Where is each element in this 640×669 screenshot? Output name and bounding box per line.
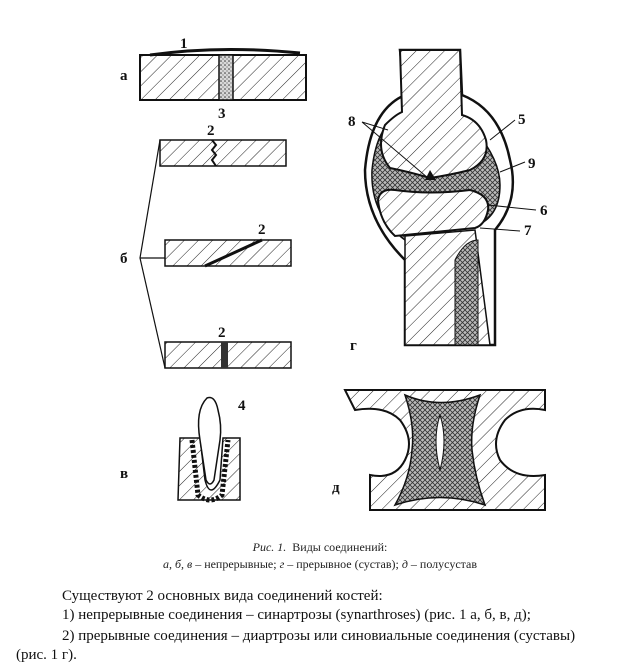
diagram-v: [177, 396, 241, 503]
figure-caption-legend: а, б, в – непрерывные; г – прерывное (су…: [0, 557, 640, 572]
diagram-b: [139, 139, 292, 369]
legend-abv-text: – непрерывные;: [192, 557, 280, 571]
legend-abv: а, б, в: [162, 557, 193, 571]
label-2-middle: 2: [258, 222, 266, 238]
label-5: 5: [518, 112, 526, 128]
list-item-1: 1) непрерывные соединения – синартрозы (…: [62, 607, 531, 623]
label-d: д: [332, 480, 340, 496]
figure-caption-title: Рис. 1. Виды соединений:: [0, 540, 640, 555]
label-a: а: [120, 68, 128, 84]
label-9: 9: [528, 156, 536, 172]
intro-paragraph: Существуют 2 основных вида соединений ко…: [62, 588, 383, 604]
list-item-2: 2) прерывные соединения – диартрозы или …: [62, 628, 576, 644]
label-8: 8: [348, 114, 356, 130]
diagram-g: [363, 48, 515, 347]
list-item-2-continuation: (рис. 1 г).: [16, 647, 77, 663]
label-g: г: [350, 338, 357, 354]
leader-lines-g: [361, 119, 537, 232]
label-3: 3: [218, 106, 226, 122]
legend-g-text: – прерывное (сустав);: [284, 557, 402, 571]
legend-g: г: [279, 557, 285, 571]
diagram-a: [139, 47, 307, 101]
label-1: 1: [180, 36, 188, 52]
label-4: 4: [238, 398, 246, 414]
label-7: 7: [524, 223, 532, 239]
joint-types-figure: а 1 3 б 2 2 2 в 4 8 5 9 6 7 г: [120, 36, 548, 511]
label-v: в: [120, 466, 128, 482]
label-2-bottom: 2: [218, 325, 226, 341]
label-2-top: 2: [207, 123, 215, 139]
label-6: 6: [540, 203, 548, 219]
label-b: б: [120, 251, 128, 267]
figure-title: Виды соединений:: [292, 540, 388, 554]
legend-d-text: – полусустав: [407, 557, 478, 571]
legend-d: д: [401, 557, 408, 571]
diagram-d: [343, 389, 546, 511]
figure-number: Рис. 1.: [252, 540, 287, 554]
